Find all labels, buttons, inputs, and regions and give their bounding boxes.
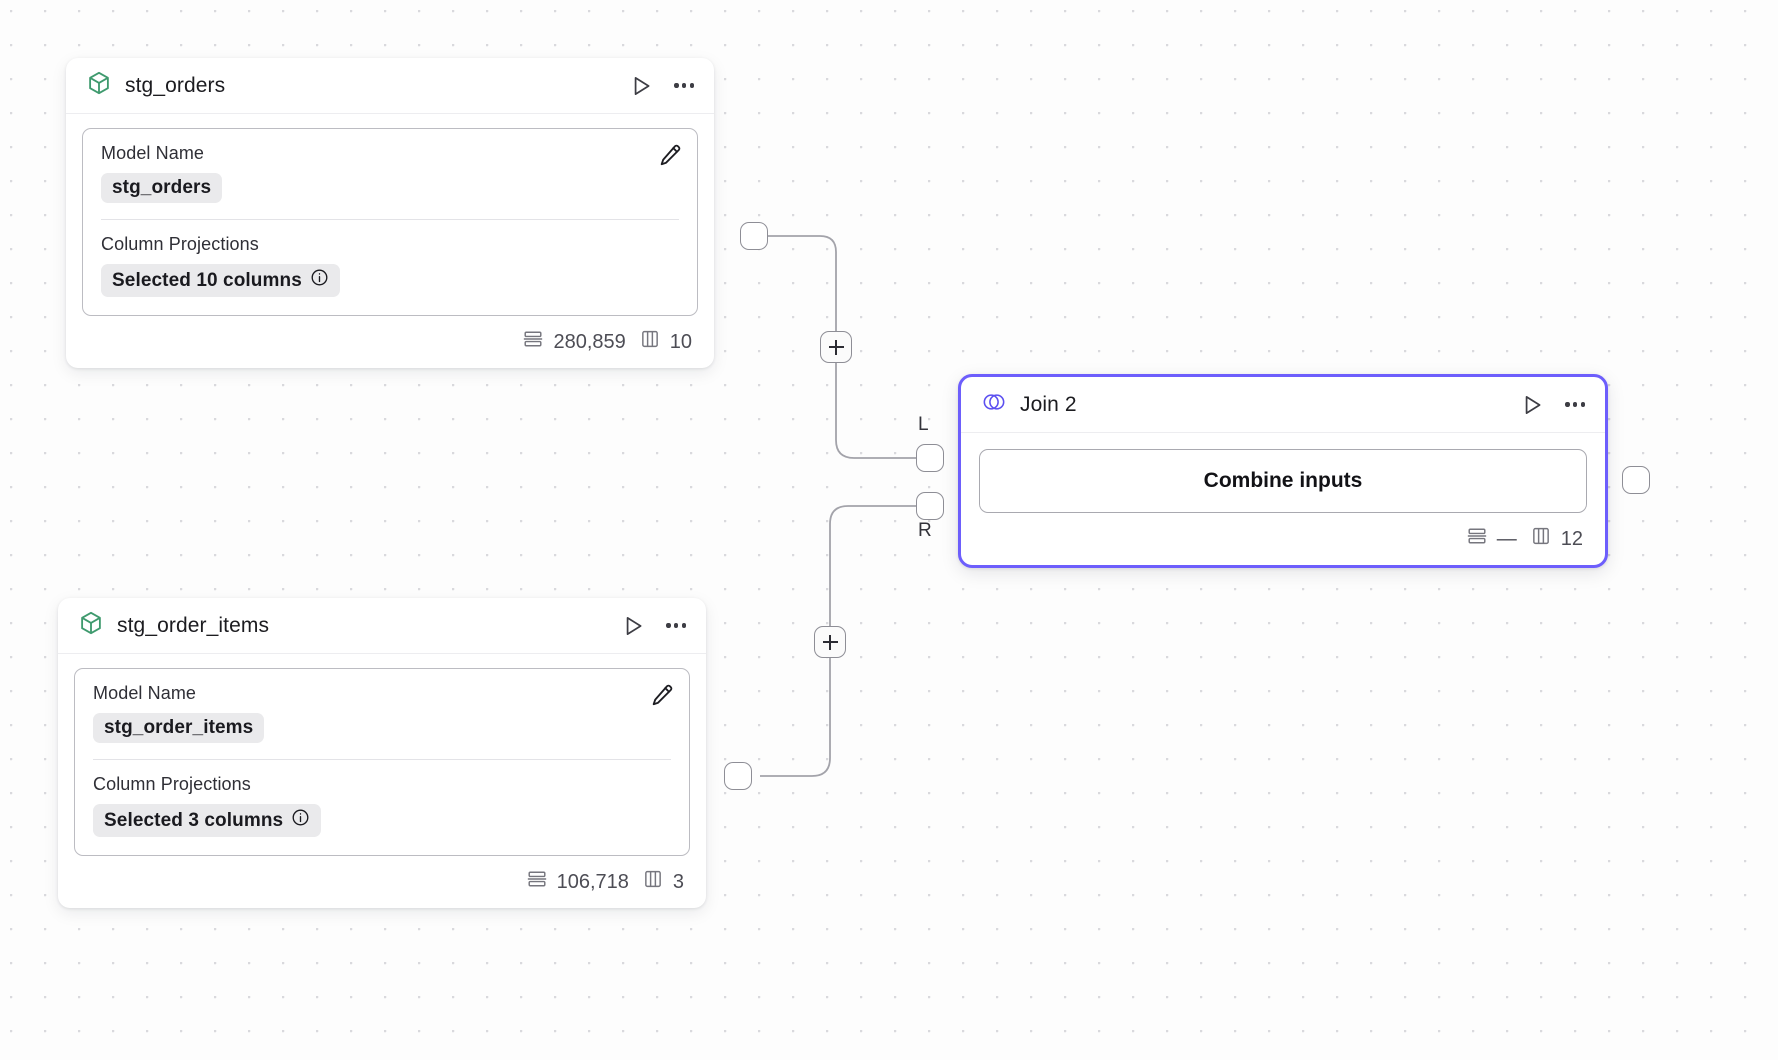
node-footer: 280,859 10: [66, 316, 714, 368]
node-stg-orders[interactable]: stg_orders: [66, 58, 714, 368]
model-name-label: Model Name: [101, 143, 205, 163]
column-count-stat: 3: [642, 868, 684, 896]
add-node-on-edge-left-button[interactable]: [820, 331, 852, 363]
node-title: stg_order_items: [117, 613, 270, 637]
column-projections-text: Selected 10 columns: [112, 269, 302, 291]
model-config-panel: Model Name stg_orders Column Projections…: [82, 128, 698, 316]
run-icon[interactable]: [1519, 392, 1545, 418]
model-name-label: Model Name: [93, 683, 197, 703]
edit-pencil-icon[interactable]: [657, 142, 683, 173]
node-header: Join 2: [961, 377, 1605, 433]
node-header-actions: [620, 613, 688, 639]
node-body: Combine inputs: [961, 433, 1605, 513]
column-count-stat: 10: [639, 328, 692, 356]
venn-icon: [981, 389, 1007, 420]
input-port-left-label: L: [918, 414, 929, 435]
column-projections-value[interactable]: Selected 10 columns: [101, 264, 340, 297]
model-name-value[interactable]: stg_order_items: [93, 713, 265, 743]
panel-divider: [101, 219, 679, 220]
columns-icon: [642, 868, 664, 896]
node-footer: 106,718 3: [58, 856, 706, 908]
node-footer: — 12: [961, 513, 1605, 565]
input-port-right-label: R: [918, 520, 932, 541]
edit-pencil-icon[interactable]: [649, 682, 675, 713]
column-projections-value[interactable]: Selected 3 columns: [93, 804, 322, 837]
row-count-stat: 106,718: [526, 868, 629, 896]
model-name-value[interactable]: stg_orders: [101, 173, 223, 203]
cube-icon: [86, 70, 112, 101]
column-projections-label: Column Projections: [93, 774, 251, 794]
run-icon[interactable]: [628, 73, 654, 99]
add-node-on-edge-right-button[interactable]: [814, 626, 846, 658]
info-icon[interactable]: [291, 808, 310, 833]
rows-icon: [522, 328, 544, 356]
info-icon[interactable]: [310, 268, 329, 293]
node-stg-order-items[interactable]: stg_order_items: [58, 598, 706, 908]
run-icon[interactable]: [620, 613, 646, 639]
node-header-actions: [1519, 392, 1587, 418]
input-port-right[interactable]: [916, 492, 944, 520]
combine-inputs-button[interactable]: Combine inputs: [979, 449, 1587, 513]
column-count-stat: 12: [1530, 525, 1583, 553]
columns-icon: [639, 328, 661, 356]
column-count-value: 10: [669, 330, 692, 353]
cube-icon: [78, 610, 104, 641]
node-title: Join 2: [1020, 392, 1077, 416]
node-title: stg_orders: [125, 73, 226, 97]
model-config-panel: Model Name stg_order_items Column Projec…: [74, 668, 690, 856]
more-options-icon[interactable]: [672, 77, 696, 93]
panel-divider: [93, 759, 671, 760]
input-port-left[interactable]: [916, 444, 944, 472]
node-header-actions: [628, 73, 696, 99]
columns-icon: [1530, 525, 1552, 553]
rows-icon: [1466, 525, 1488, 553]
more-options-icon[interactable]: [664, 617, 688, 633]
rows-icon: [526, 868, 548, 896]
row-count-value: 280,859: [553, 330, 626, 353]
node-body: Model Name stg_orders Column Projections…: [66, 114, 714, 316]
node-join-2[interactable]: Join 2 Combine inputs: [958, 374, 1608, 568]
more-options-icon[interactable]: [1563, 396, 1587, 412]
row-count-stat: —: [1466, 525, 1517, 553]
node-header: stg_orders: [66, 58, 714, 114]
output-port-stg-orders[interactable]: [740, 222, 768, 250]
output-port-stg-order-items[interactable]: [724, 762, 752, 790]
column-projections-label: Column Projections: [101, 234, 259, 254]
row-count-value: —: [1496, 527, 1517, 550]
column-projections-text: Selected 3 columns: [104, 809, 284, 831]
node-body: Model Name stg_order_items Column Projec…: [58, 654, 706, 856]
node-header: stg_order_items: [58, 598, 706, 654]
row-count-stat: 280,859: [522, 328, 626, 356]
column-count-value: 12: [1560, 527, 1583, 550]
column-count-value: 3: [672, 870, 684, 893]
output-port-join-2[interactable]: [1622, 466, 1650, 494]
row-count-value: 106,718: [556, 870, 629, 893]
